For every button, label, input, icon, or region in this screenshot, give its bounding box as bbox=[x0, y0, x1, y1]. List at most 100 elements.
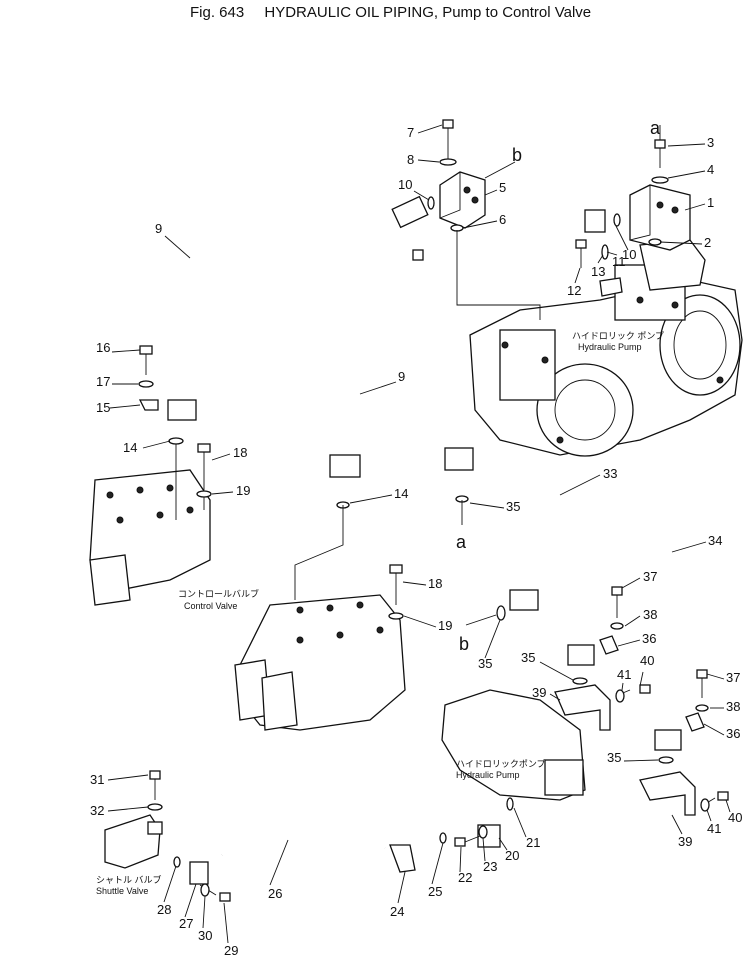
callout-35: 35 bbox=[607, 750, 621, 765]
leader-line-10 bbox=[413, 190, 430, 201]
leader-line-2 bbox=[659, 241, 703, 245]
callout-34: 34 bbox=[708, 533, 722, 548]
control-valve-left: コントロールバルブ Control Valve bbox=[89, 469, 259, 611]
callout-39: 39 bbox=[678, 834, 692, 849]
leader-line-37 bbox=[621, 577, 641, 589]
leader-line-13 bbox=[597, 254, 604, 264]
callout-35: 35 bbox=[521, 650, 535, 665]
callout-19: 19 bbox=[438, 618, 452, 633]
hydraulic-pump-top-en: Hydraulic Pump bbox=[578, 342, 642, 352]
shuttle-valve: シャトル バルブ Shuttle Valve bbox=[96, 814, 163, 896]
leader-line-35 bbox=[469, 502, 505, 509]
leader-line-35 bbox=[484, 619, 501, 659]
callout-41: 41 bbox=[707, 821, 721, 836]
callout-17: 17 bbox=[96, 374, 110, 389]
leader-line-4 bbox=[667, 170, 706, 179]
leader-line-24 bbox=[397, 871, 406, 904]
leader-line-6 bbox=[462, 220, 498, 229]
leader-line-11 bbox=[606, 251, 618, 256]
leader-line-21 bbox=[513, 807, 527, 838]
callout-23: 23 bbox=[483, 859, 497, 874]
leader-line-33 bbox=[559, 474, 601, 496]
marker-a-top: a bbox=[650, 118, 661, 138]
leader-line-39 bbox=[549, 693, 561, 701]
leader-line-40 bbox=[639, 671, 644, 687]
leader-line-35 bbox=[623, 759, 659, 762]
leader-line-14 bbox=[349, 494, 393, 504]
guide-lines bbox=[175, 125, 661, 626]
callout-15: 15 bbox=[96, 400, 110, 415]
marker-b-top: b bbox=[512, 145, 522, 165]
callout-20: 20 bbox=[505, 848, 519, 863]
leader-line-41 bbox=[621, 682, 624, 691]
leader-line-22 bbox=[459, 846, 462, 873]
leader-line-38 bbox=[624, 615, 641, 627]
leader-line-16 bbox=[111, 349, 141, 353]
hydraulic-pump-top: ハイドロリック ポンプ Hydraulic Pump bbox=[469, 239, 743, 457]
hoses bbox=[167, 195, 682, 885]
small-parts bbox=[138, 119, 729, 902]
figure-number: Fig. 643 bbox=[190, 4, 245, 21]
hydraulic-pump-bottom: ハイドロリックポンプ Hydraulic Pump bbox=[441, 689, 586, 801]
leader-line-15 bbox=[109, 404, 141, 409]
callout-37: 37 bbox=[726, 670, 740, 685]
leader-line-12 bbox=[574, 267, 581, 284]
callout-16: 16 bbox=[96, 340, 110, 355]
callout-29: 29 bbox=[224, 943, 238, 955]
callout-9: 9 bbox=[398, 369, 405, 384]
figure-caption: HYDRAULIC OIL PIPING, Pump to Control Va… bbox=[264, 4, 592, 21]
callout-10: 10 bbox=[398, 177, 412, 192]
leader-line-23 bbox=[482, 837, 486, 862]
leader-line-1 bbox=[684, 203, 706, 211]
callout-38: 38 bbox=[726, 699, 740, 714]
callout-31: 31 bbox=[90, 772, 104, 787]
callout-2: 2 bbox=[704, 235, 711, 250]
hydraulic-pump-bottom-jp: ハイドロリックポンプ bbox=[456, 759, 546, 769]
callout-39: 39 bbox=[532, 685, 546, 700]
callout-25: 25 bbox=[428, 884, 442, 899]
leader-line-14 bbox=[142, 440, 171, 449]
leader-line-29 bbox=[223, 902, 229, 944]
callout-7: 7 bbox=[407, 125, 414, 140]
callout-36: 36 bbox=[726, 726, 740, 741]
leader-line-20 bbox=[498, 837, 508, 851]
markers: a b a b bbox=[456, 118, 661, 654]
callout-14: 14 bbox=[394, 486, 408, 501]
callout-10: 10 bbox=[622, 247, 636, 262]
leader-line-39 bbox=[671, 814, 683, 835]
hydraulic-pump-bottom-en: Hydraulic Pump bbox=[456, 770, 520, 780]
callout-38: 38 bbox=[643, 607, 657, 622]
callout-14: 14 bbox=[123, 440, 137, 455]
callout-24: 24 bbox=[390, 904, 404, 919]
marker-a-bottom: a bbox=[456, 532, 467, 552]
block-1 bbox=[629, 184, 691, 251]
callout-36: 36 bbox=[642, 631, 656, 646]
callout-30: 30 bbox=[198, 928, 212, 943]
leader-line-18 bbox=[211, 453, 231, 461]
leader-line-36 bbox=[703, 723, 725, 736]
callout-18: 18 bbox=[428, 576, 442, 591]
shuttle-valve-en: Shuttle Valve bbox=[96, 886, 148, 896]
leader-line-27 bbox=[184, 883, 197, 918]
callout-41: 41 bbox=[617, 667, 631, 682]
callout-37: 37 bbox=[643, 569, 657, 584]
callout-9: 9 bbox=[155, 221, 162, 236]
control-valve-left-en: Control Valve bbox=[184, 601, 237, 611]
callout-8: 8 bbox=[407, 152, 414, 167]
hydraulic-pump-top-jp: ハイドロリック ポンプ bbox=[572, 331, 664, 341]
leader-line-41 bbox=[706, 809, 712, 822]
callout-35: 35 bbox=[506, 499, 520, 514]
leader-line-40 bbox=[725, 799, 731, 813]
callout-21: 21 bbox=[526, 835, 540, 850]
shuttle-valve-jp: シャトル バルブ bbox=[96, 874, 162, 885]
leader-line-26 bbox=[269, 839, 289, 886]
leader-line-35 bbox=[539, 661, 574, 681]
callout-4: 4 bbox=[707, 162, 714, 177]
callout-32: 32 bbox=[90, 803, 104, 818]
callout-18: 18 bbox=[233, 445, 247, 460]
leader-line-30 bbox=[202, 895, 206, 929]
leader-line-34 bbox=[671, 541, 707, 553]
callout-40: 40 bbox=[728, 810, 742, 825]
